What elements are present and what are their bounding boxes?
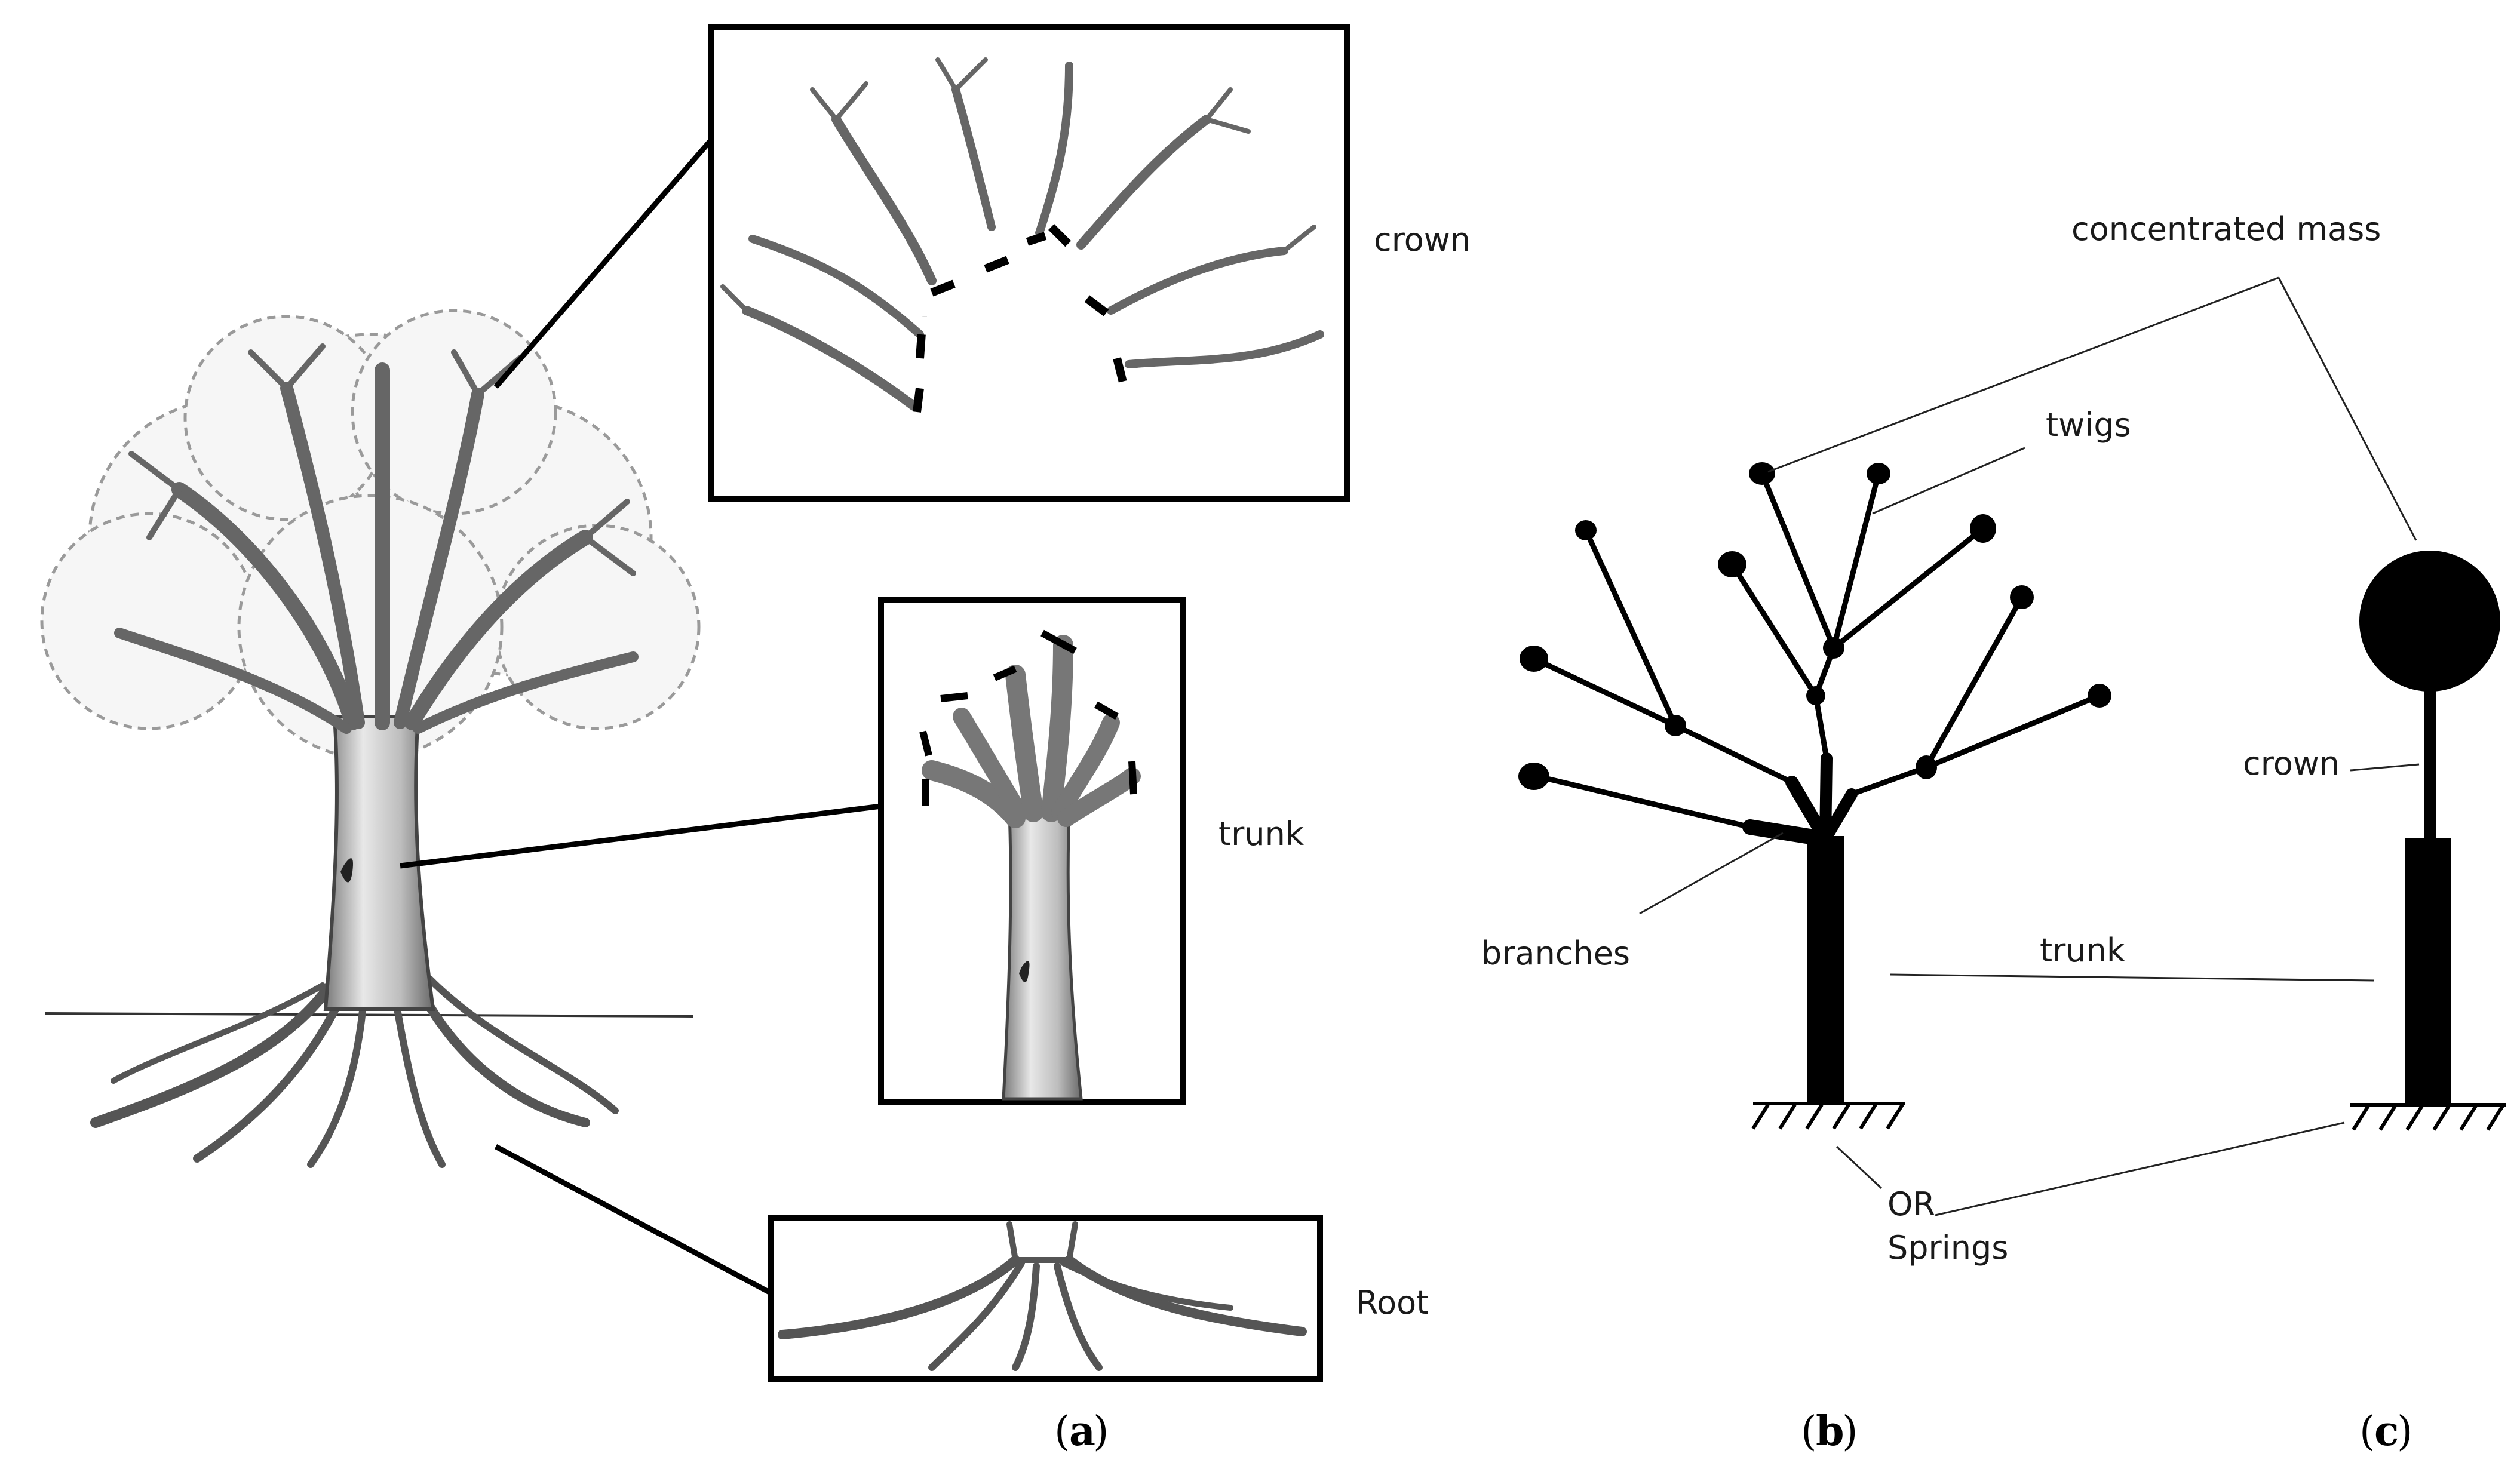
- label-concentrated-mass: concentrated mass: [2071, 210, 2381, 248]
- trunk-inset-drawing: [919, 629, 1141, 1101]
- inset-connectors: [400, 139, 882, 1295]
- crown-cut-marks: [913, 224, 1127, 413]
- label-crown-a: crown: [1374, 221, 1471, 259]
- model-c-ground-support: [2350, 1103, 2506, 1131]
- tree-branches: [114, 343, 639, 734]
- model-b-branches: [1742, 752, 1858, 847]
- label-trunk-bc: trunk: [2040, 932, 2126, 969]
- svg-text:(: (: [1801, 1408, 1817, 1455]
- tree-foliage: [40, 309, 701, 760]
- panel-a: crown trunk Root: [40, 24, 1471, 1382]
- mass-point: [1665, 715, 1686, 736]
- panel-c: [2350, 551, 2506, 1131]
- caption-a: ( a ): [1054, 1407, 1109, 1455]
- mass-point: [1916, 755, 1937, 779]
- tree-roots: [90, 974, 619, 1168]
- label-twigs: twigs: [2046, 406, 2131, 444]
- svg-text:): ): [2397, 1408, 2413, 1455]
- svg-text:(: (: [2359, 1408, 2375, 1455]
- panel-b: [1518, 462, 2111, 1130]
- mass-point: [1823, 637, 1844, 659]
- label-springs: Springs: [1887, 1229, 2008, 1267]
- leader-lines: [1639, 276, 2420, 1216]
- label-trunk-a: trunk: [1218, 815, 1304, 853]
- model-c-trunk: [2405, 838, 2451, 1104]
- label-root-a: Root: [1356, 1284, 1429, 1322]
- mass-point: [1520, 646, 1548, 672]
- mass-point: [1806, 686, 1825, 705]
- caption-c: ( c ): [2359, 1407, 2413, 1455]
- model-b-trunk: [1807, 836, 1844, 1102]
- svg-text:): ): [1842, 1408, 1858, 1455]
- caption-b-letter: b: [1816, 1407, 1844, 1455]
- root-inset-drawing: [778, 1221, 1307, 1371]
- mass-point: [1518, 763, 1549, 790]
- caption-b: ( b ): [1801, 1407, 1858, 1455]
- label-branches: branches: [1481, 935, 1630, 972]
- mass-point: [1970, 514, 1996, 543]
- model-b-masses: [1518, 462, 2111, 790]
- ground-line: [44, 1012, 693, 1018]
- model-b-twigs: [1529, 471, 2102, 830]
- label-or: OR: [1887, 1185, 1935, 1223]
- label-crown-c: crown: [2243, 745, 2340, 782]
- caption-a-letter: a: [1069, 1407, 1095, 1455]
- root-inset: [768, 1215, 1323, 1382]
- mass-point: [2088, 684, 2111, 708]
- model-c-crown-rod: [2424, 687, 2436, 842]
- crown-inset-branches: [720, 57, 1324, 411]
- model-b-ground-support: [1751, 1102, 1905, 1130]
- mass-point: [1749, 462, 1775, 485]
- caption-c-letter: c: [2374, 1407, 2399, 1455]
- mass-point: [1718, 551, 1746, 577]
- svg-text:(: (: [1054, 1408, 1070, 1455]
- mass-point: [1867, 463, 1890, 484]
- svg-text:): ): [1093, 1408, 1109, 1455]
- mass-point: [2010, 585, 2034, 609]
- mass-point: [1575, 520, 1597, 540]
- model-c-concentrated-mass: [2359, 551, 2500, 692]
